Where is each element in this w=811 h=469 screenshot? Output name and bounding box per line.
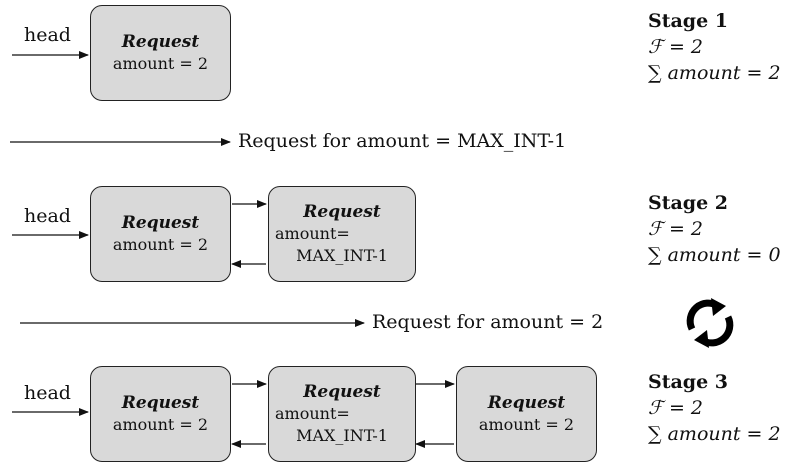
stage-info-1: Stage 1 ℱ = 2 ∑ amount = 2: [648, 8, 781, 86]
stage-f-value: ℱ = 2: [648, 36, 704, 58]
node-amount-label: amount=: [275, 224, 350, 243]
node-title: Request: [303, 382, 381, 402]
request-node: Request amount = 2: [456, 366, 597, 462]
refresh-cycle-icon: [686, 298, 734, 348]
node-amount: amount = 2: [112, 235, 209, 254]
node-amount-label: amount=: [275, 404, 350, 423]
node-title: Request: [121, 393, 200, 413]
request-node: Request amount= MAX_INT-1: [268, 366, 416, 462]
request-node: Request amount = 2: [90, 5, 231, 101]
head-label: head: [24, 24, 71, 46]
head-label: head: [24, 205, 71, 227]
node-amount: amount = 2: [112, 415, 209, 434]
node-title: Request: [487, 393, 566, 413]
node-amount-value: MAX_INT-1: [296, 246, 388, 265]
node-amount: amount = 2: [478, 415, 575, 434]
stage-sum-amount: ∑ amount = 2: [648, 423, 781, 445]
transition-label-1: Request for amount = MAX_INT-1: [238, 130, 567, 152]
head-label: head: [24, 382, 71, 404]
stage-title: Stage 2: [648, 192, 729, 214]
stage-info-3: Stage 3 ℱ = 2 ∑ amount = 2: [648, 369, 781, 447]
request-node: Request amount= MAX_INT-1: [268, 186, 416, 282]
node-title: Request: [303, 202, 381, 222]
node-title: Request: [121, 32, 200, 52]
stage-f-value: ℱ = 2: [648, 218, 704, 240]
request-node: Request amount = 2: [90, 186, 231, 282]
stage-sum-amount: ∑ amount = 0: [648, 244, 781, 266]
stage-f-value: ℱ = 2: [648, 397, 704, 419]
node-amount: amount = 2: [112, 54, 209, 73]
stage-info-2: Stage 2 ℱ = 2 ∑ amount = 0: [648, 190, 781, 268]
request-node: Request amount = 2: [90, 366, 231, 462]
stage-title: Stage 3: [648, 371, 729, 393]
stage-sum-amount: ∑ amount = 2: [648, 62, 781, 84]
node-title: Request: [121, 213, 200, 233]
node-amount-value: MAX_INT-1: [296, 426, 388, 445]
stage-title: Stage 1: [648, 10, 729, 32]
transition-label-2: Request for amount = 2: [372, 311, 604, 333]
